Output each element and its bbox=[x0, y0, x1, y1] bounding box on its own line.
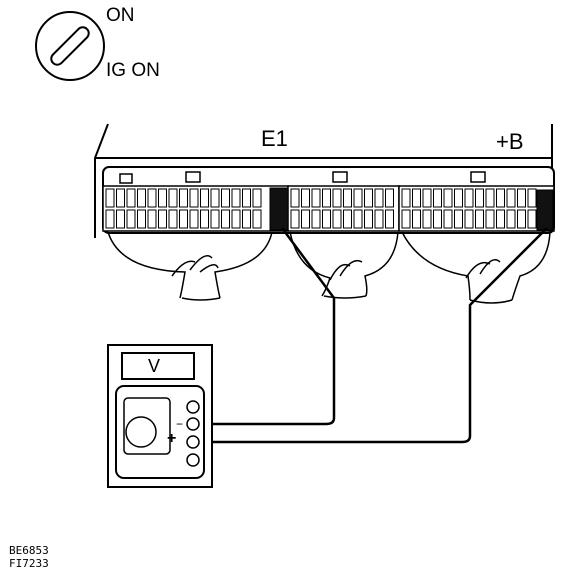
voltmeter-minus-label: − bbox=[176, 417, 184, 431]
ecu-connector bbox=[102, 166, 555, 234]
figure-code-2: FI7233 bbox=[9, 557, 49, 570]
connector-pin bbox=[464, 209, 474, 229]
connector-pin bbox=[374, 209, 384, 229]
connector-pin bbox=[116, 188, 125, 208]
connector-pin bbox=[454, 209, 463, 229]
test-leads bbox=[200, 227, 548, 444]
terminal-e1-label: E1 bbox=[261, 126, 288, 151]
connector-pin bbox=[252, 209, 262, 229]
connector-pin bbox=[242, 209, 251, 229]
connector-pin bbox=[200, 188, 209, 208]
connector-pin bbox=[475, 188, 484, 208]
connector-pin bbox=[496, 188, 505, 208]
voltmeter-display-label: V bbox=[148, 356, 161, 376]
connector-pin bbox=[454, 188, 463, 208]
connector-pin bbox=[290, 188, 300, 208]
connector-pin bbox=[147, 188, 157, 208]
connector-pin bbox=[322, 188, 331, 208]
connector-pin bbox=[374, 188, 384, 208]
connector-pin bbox=[322, 209, 331, 229]
connector-pin bbox=[301, 209, 310, 229]
ignition-on-label: ON bbox=[106, 5, 135, 26]
connector-pin bbox=[364, 188, 373, 208]
voltmeter-plus-label: + bbox=[167, 430, 177, 447]
connector-pin bbox=[343, 188, 352, 208]
connector-pin bbox=[168, 209, 178, 229]
connector-pin bbox=[158, 188, 167, 208]
connector-pin bbox=[332, 188, 342, 208]
connector-pin bbox=[179, 188, 188, 208]
connector-pin bbox=[517, 209, 526, 229]
connector-pin bbox=[116, 209, 125, 229]
connector-pin bbox=[422, 188, 432, 208]
connector-pin bbox=[364, 209, 373, 229]
connector-pin bbox=[200, 209, 209, 229]
connector-pin bbox=[485, 188, 495, 208]
connector-pin bbox=[210, 209, 220, 229]
connector-pin bbox=[433, 188, 442, 208]
connector-pin bbox=[353, 209, 363, 229]
connector-pin bbox=[137, 188, 146, 208]
connector-pin bbox=[231, 209, 241, 229]
connector-pin bbox=[506, 188, 516, 208]
connector-pin bbox=[221, 188, 230, 208]
connector-pin bbox=[158, 209, 167, 229]
connector-pin bbox=[464, 188, 474, 208]
connector-pin bbox=[126, 188, 136, 208]
connector-pin bbox=[252, 188, 262, 208]
connector-pin bbox=[401, 209, 411, 229]
connector-pin bbox=[422, 209, 432, 229]
connector-pin bbox=[105, 209, 115, 229]
connector-pin bbox=[496, 209, 505, 229]
connector-pin bbox=[433, 209, 442, 229]
connector-pin bbox=[221, 209, 230, 229]
connector-pin bbox=[189, 188, 199, 208]
ignition-switch-icon bbox=[35, 11, 105, 81]
wire-harness bbox=[107, 231, 551, 304]
figure-code-1: BE6853 bbox=[9, 544, 49, 557]
connector-pin bbox=[353, 188, 363, 208]
connector-pin bbox=[179, 209, 188, 229]
ignition-ig-on-label: IG ON bbox=[106, 60, 160, 81]
connector-pin bbox=[168, 188, 178, 208]
connector-pin bbox=[527, 188, 537, 208]
connector-pin bbox=[343, 209, 352, 229]
connector-pin bbox=[443, 209, 453, 229]
connector-pin bbox=[385, 188, 394, 208]
connector-pin bbox=[401, 188, 411, 208]
connector-pin bbox=[412, 188, 421, 208]
connector-pin bbox=[126, 209, 136, 229]
connector-pin bbox=[475, 209, 484, 229]
connector-pin bbox=[443, 188, 453, 208]
connector-pin bbox=[385, 209, 394, 229]
connector-pin bbox=[210, 188, 220, 208]
connector-pin bbox=[147, 209, 157, 229]
connector-pin bbox=[517, 188, 526, 208]
connector-pin bbox=[231, 188, 241, 208]
connector-pin bbox=[332, 209, 342, 229]
connector-pin bbox=[412, 209, 421, 229]
connector-pin bbox=[485, 209, 495, 229]
connector-pin bbox=[189, 209, 199, 229]
connector-pin bbox=[527, 209, 537, 229]
connector-pin bbox=[311, 188, 321, 208]
connector-pin bbox=[301, 188, 310, 208]
connector-pin bbox=[105, 188, 115, 208]
terminal-b-label: +B bbox=[496, 129, 524, 154]
connector-pin bbox=[137, 209, 146, 229]
connector-pin bbox=[242, 188, 251, 208]
voltmeter bbox=[107, 344, 213, 488]
connector-pin bbox=[290, 209, 300, 229]
connector-pin bbox=[506, 209, 516, 229]
connector-pin bbox=[311, 209, 321, 229]
